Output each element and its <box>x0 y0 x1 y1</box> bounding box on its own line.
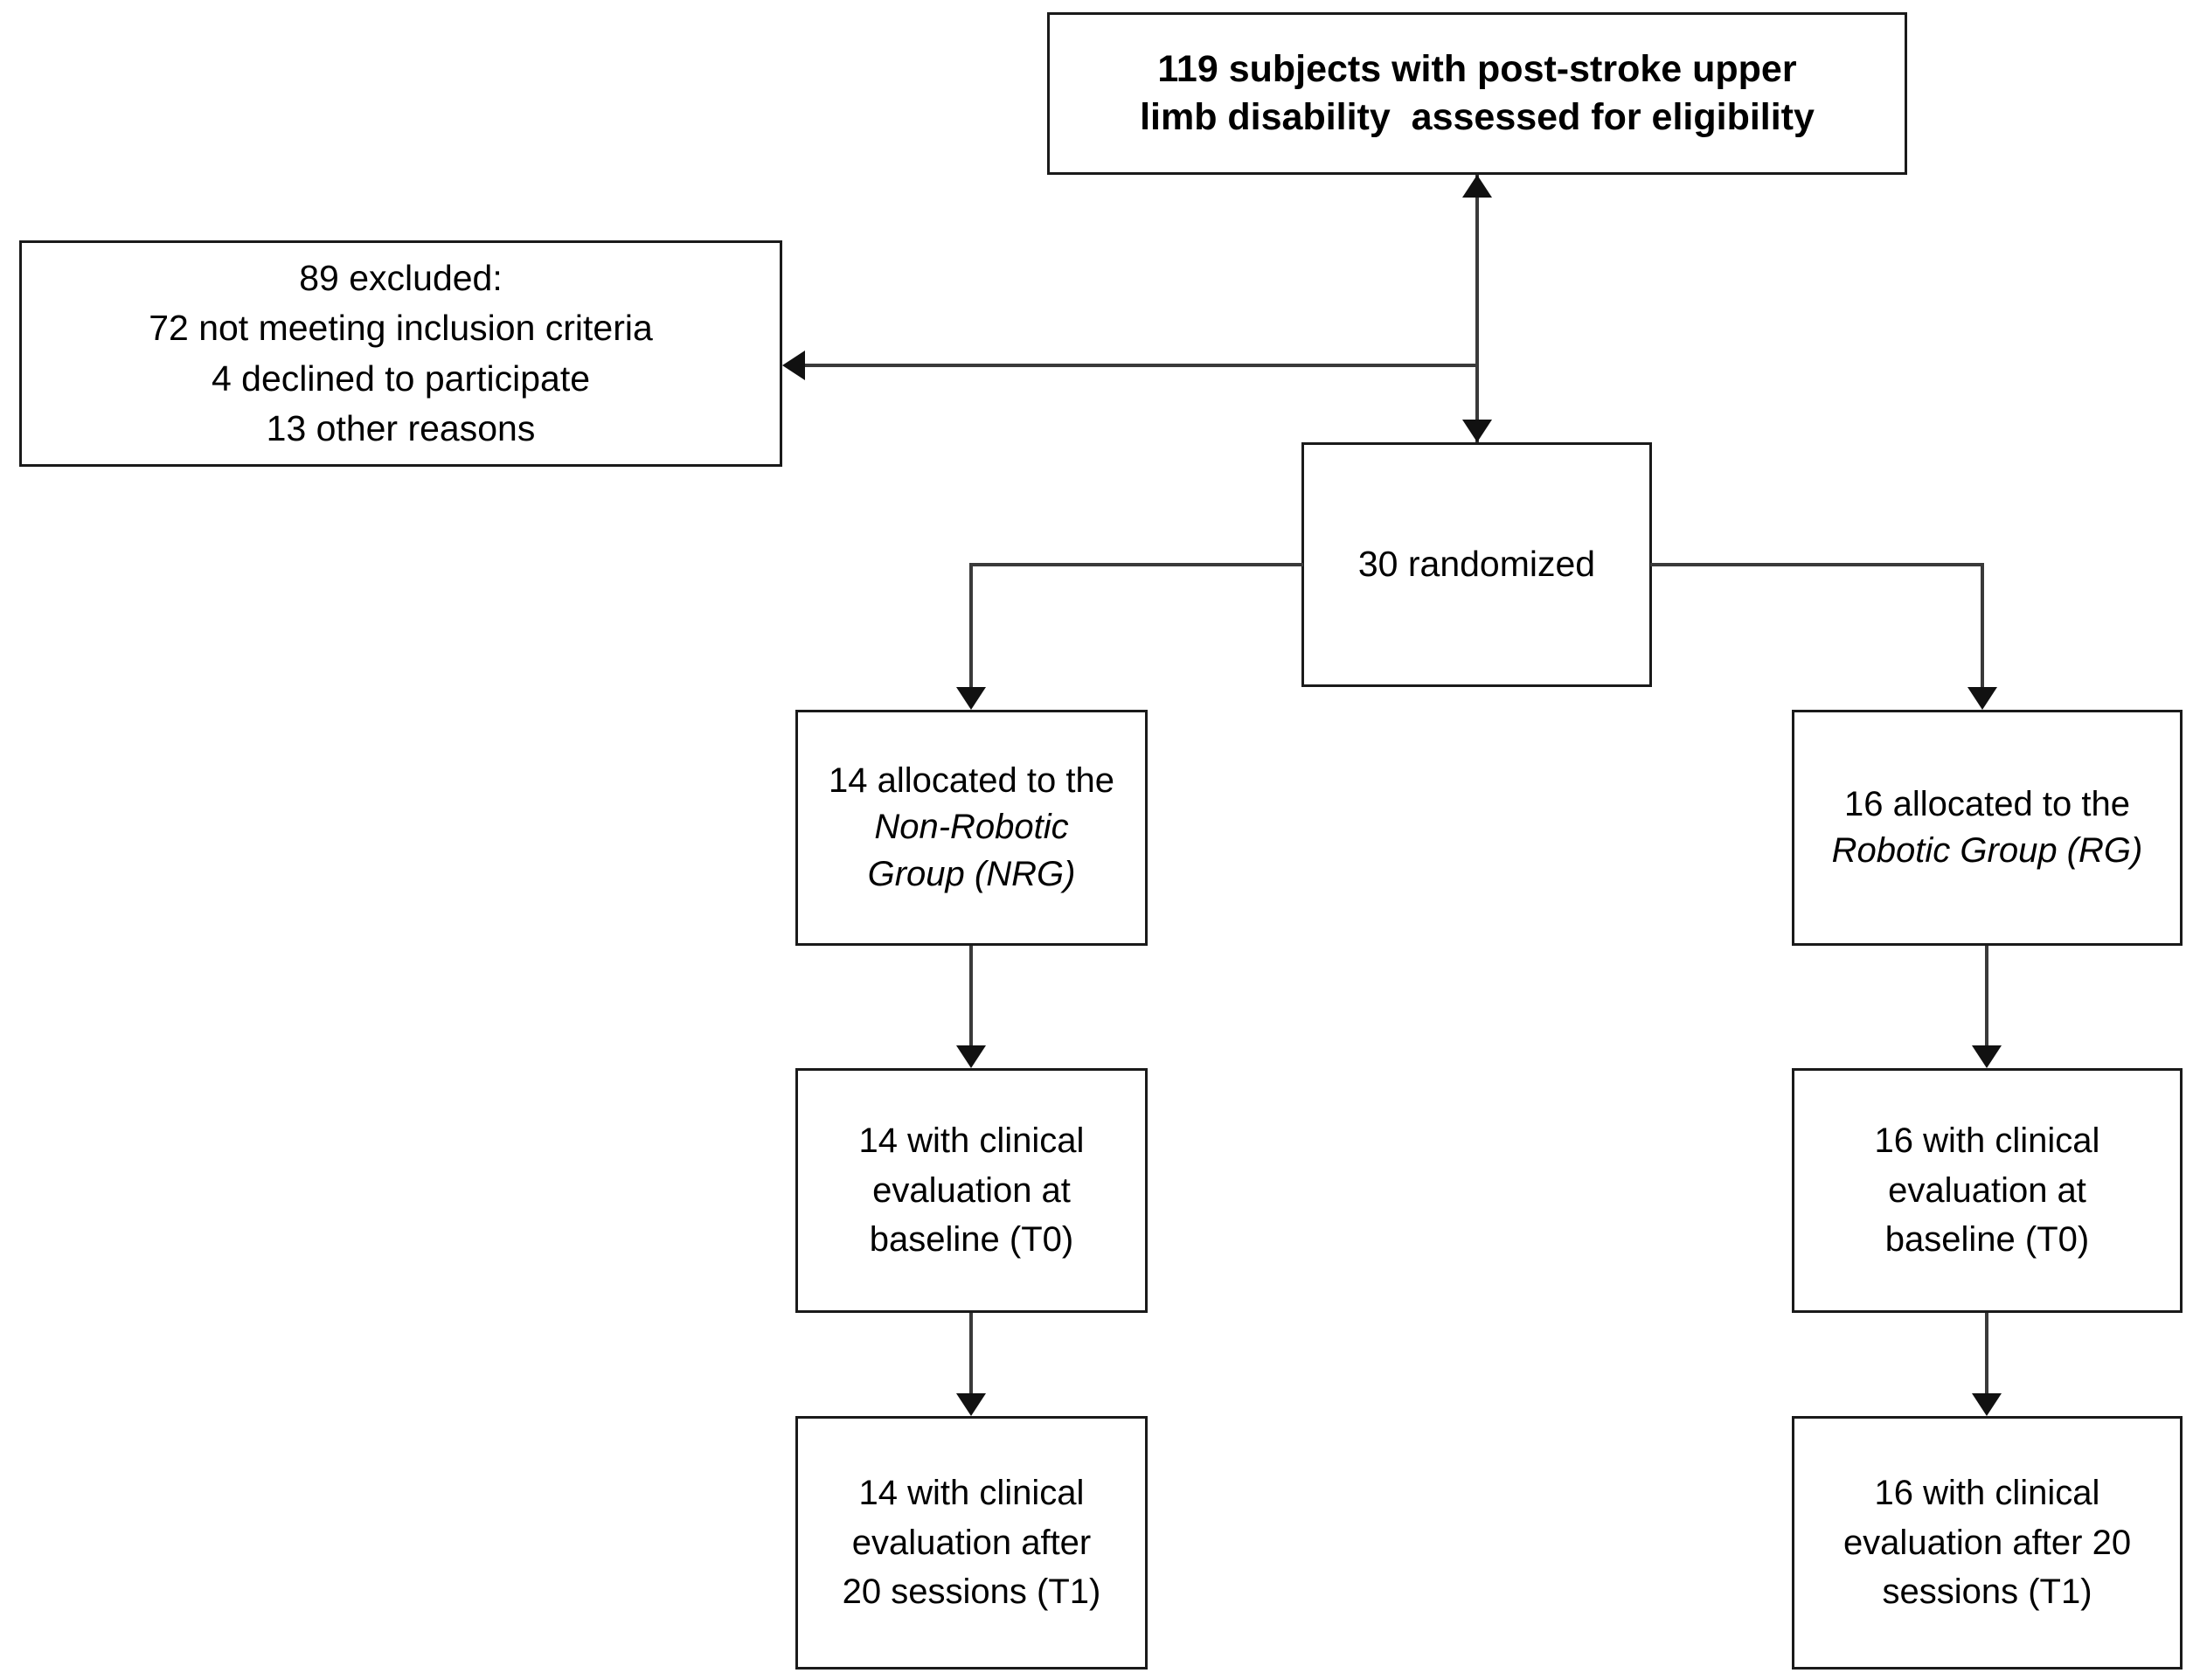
connector-randomized-left-rail <box>969 563 1303 566</box>
eval0-left-line-2: evaluation at <box>872 1170 1071 1210</box>
connector-eligibility-randomized <box>1475 175 1479 442</box>
connector-randomized-right-drop <box>1981 563 1984 687</box>
arrowhead-up-into-eligibility <box>1462 175 1492 198</box>
connector-excluded <box>791 364 1477 367</box>
arrowhead-down-into-eval0-left <box>956 1045 986 1068</box>
connector-alloc-to-eval0-right <box>1985 946 1988 1045</box>
arrowhead-down-into-eval1-left <box>956 1393 986 1416</box>
eval1-left-line-1: 14 with clinical <box>858 1473 1085 1512</box>
eval0-right-line-2: evaluation at <box>1888 1170 2086 1210</box>
arrowhead-down-into-allocation-robotic <box>1967 687 1997 710</box>
arrowhead-down-into-eval0-right <box>1972 1045 2002 1068</box>
node-eligibility: 119 subjects with post-stroke upper limb… <box>1047 12 1907 175</box>
eval0-left-line-1: 14 with clinical <box>858 1121 1085 1160</box>
eligibility-line-1: 119 subjects with post-stroke upper <box>1157 47 1797 90</box>
excluded-line-1: 89 excluded: <box>299 257 503 298</box>
connector-eval0-to-eval1-right <box>1985 1313 1988 1393</box>
node-evaluation-baseline-nrg: 14 with clinical evaluation at baseline … <box>795 1068 1148 1313</box>
connector-randomized-left-drop <box>969 563 973 687</box>
node-randomized: 30 randomized <box>1301 442 1652 687</box>
eval1-right-line-1: 16 with clinical <box>1874 1473 2100 1512</box>
connector-eval0-to-eval1-left <box>969 1313 973 1393</box>
alloc-left-line-3: Group (NRG) <box>867 854 1076 893</box>
excluded-line-3: 4 declined to participate <box>211 358 591 399</box>
eval0-left-line-3: baseline (T0) <box>869 1220 1074 1260</box>
alloc-left-line-1: 14 allocated to the <box>829 761 1114 801</box>
node-evaluation-post-rg: 16 with clinical evaluation after 20 ses… <box>1792 1416 2183 1670</box>
eval1-left-line-2: evaluation after <box>851 1523 1092 1562</box>
alloc-left-line-2: Non-Robotic <box>874 808 1069 847</box>
node-allocation-robotic: 16 allocated to the Robotic Group (RG) <box>1792 710 2183 946</box>
node-excluded: 89 excluded: 72 not meeting inclusion cr… <box>19 240 782 467</box>
arrowhead-down-into-allocation-non-robotic <box>956 687 986 710</box>
arrowhead-down-into-randomized <box>1462 420 1492 442</box>
eval1-right-line-3: sessions (T1) <box>1882 1572 2092 1612</box>
connector-alloc-to-eval0-left <box>969 946 973 1045</box>
connector-randomized-right-rail <box>1650 563 1984 566</box>
node-allocation-non-robotic: 14 allocated to the Non-Robotic Group (N… <box>795 710 1148 946</box>
eval0-right-line-3: baseline (T0) <box>1884 1220 2090 1260</box>
eval1-right-line-2: evaluation after 20 <box>1843 1523 2132 1562</box>
alloc-right-line-1: 16 allocated to the <box>1844 784 2130 823</box>
alloc-right-line-2: Robotic Group (RG) <box>1831 831 2143 870</box>
excluded-line-4: 13 other reasons <box>266 407 536 448</box>
arrowhead-down-into-eval1-right <box>1972 1393 2002 1416</box>
eval1-left-line-3: 20 sessions (T1) <box>842 1572 1101 1612</box>
node-evaluation-post-nrg: 14 with clinical evaluation after 20 ses… <box>795 1416 1148 1670</box>
node-evaluation-baseline-rg: 16 with clinical evaluation at baseline … <box>1792 1068 2183 1313</box>
eligibility-line-2: limb disability assessed for eligibility <box>1140 96 1815 138</box>
eval0-right-line-1: 16 with clinical <box>1874 1121 2100 1160</box>
excluded-line-2: 72 not meeting inclusion criteria <box>149 308 653 349</box>
randomized-label: 30 randomized <box>1357 544 1596 585</box>
arrowhead-left-into-excluded <box>782 351 805 380</box>
